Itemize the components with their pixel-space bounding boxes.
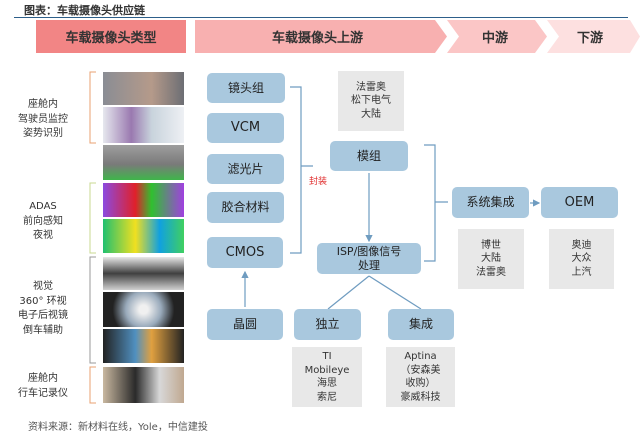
oem-list: 奥迪 大众 上汽 xyxy=(549,229,614,289)
bracket-surround xyxy=(89,256,96,364)
night-vision-image xyxy=(103,219,184,253)
bracket-module-isp xyxy=(424,144,448,262)
bracket-adas xyxy=(89,182,96,254)
integrated-suppliers: Aptina （安森美 收购） 豪威科技 xyxy=(386,347,455,407)
category-driver-monitoring: 座舱内 驾驶员监控 姿势识别 xyxy=(18,99,68,139)
reverse-camera-image xyxy=(103,329,184,363)
types-header: 车载摄像头类型 xyxy=(65,31,157,46)
upstream-header: 车载摄像头上游 xyxy=(271,31,363,46)
downstream-header: 下游 xyxy=(576,31,603,46)
header-bands xyxy=(36,20,640,53)
vcm-box: VCM xyxy=(207,113,284,143)
integrated-box: 集成 xyxy=(388,309,454,340)
packaging-label: 封装 xyxy=(309,177,328,187)
bracket-components xyxy=(290,86,313,254)
rearview-mirror-image xyxy=(103,257,184,290)
line-isp-integrated xyxy=(368,275,422,310)
cmos-box: CMOS xyxy=(207,237,283,268)
midstream-band xyxy=(447,20,547,53)
upstream-band xyxy=(195,20,447,53)
driver-posture-image xyxy=(103,107,184,143)
category-surround-view: 视觉 360° 环视 电子后视镜 倒车辅助 xyxy=(18,281,68,336)
street-view-image xyxy=(103,145,184,180)
surround-view-image xyxy=(103,292,184,327)
midstream-header: 中游 xyxy=(481,31,508,46)
adas-perception-image xyxy=(103,183,184,217)
bracket-driver xyxy=(89,71,96,144)
title-divider xyxy=(14,17,628,18)
lens-group-box: 镜头组 xyxy=(207,73,285,103)
bracket-dashcam xyxy=(89,366,96,404)
category-adas: ADAS 前向感知 夜视 xyxy=(23,201,63,241)
dashcam-image xyxy=(103,367,184,403)
filter-box: 滤光片 xyxy=(207,154,284,184)
standalone-box: 独立 xyxy=(294,309,361,340)
types-band xyxy=(36,20,186,53)
driver-face-image xyxy=(103,72,184,105)
isp-box: ISP/图像信号 处理 xyxy=(317,243,421,274)
source-note: 资料来源：新材料在线，Yole，中信建投 xyxy=(28,422,208,433)
oem-box: OEM xyxy=(541,187,618,218)
category-dashcam: 座舱内 行车记录仪 xyxy=(18,373,68,399)
figure-title: 图表：车载摄像头供应链 xyxy=(24,4,145,17)
standalone-suppliers: TI Mobileye 海思 索尼 xyxy=(292,347,362,407)
wafer-box: 晶圆 xyxy=(207,309,283,340)
system-integration-box: 系统集成 xyxy=(452,187,529,218)
integrator-suppliers: 博世 大陆 法雷奥 xyxy=(458,229,524,289)
module-suppliers: 法雷奥 松下电气 大陆 xyxy=(338,71,404,131)
module-box: 模组 xyxy=(330,141,408,171)
glue-material-box: 胶合材料 xyxy=(207,192,284,223)
downstream-band xyxy=(547,20,640,53)
line-isp-standalone xyxy=(327,275,370,310)
